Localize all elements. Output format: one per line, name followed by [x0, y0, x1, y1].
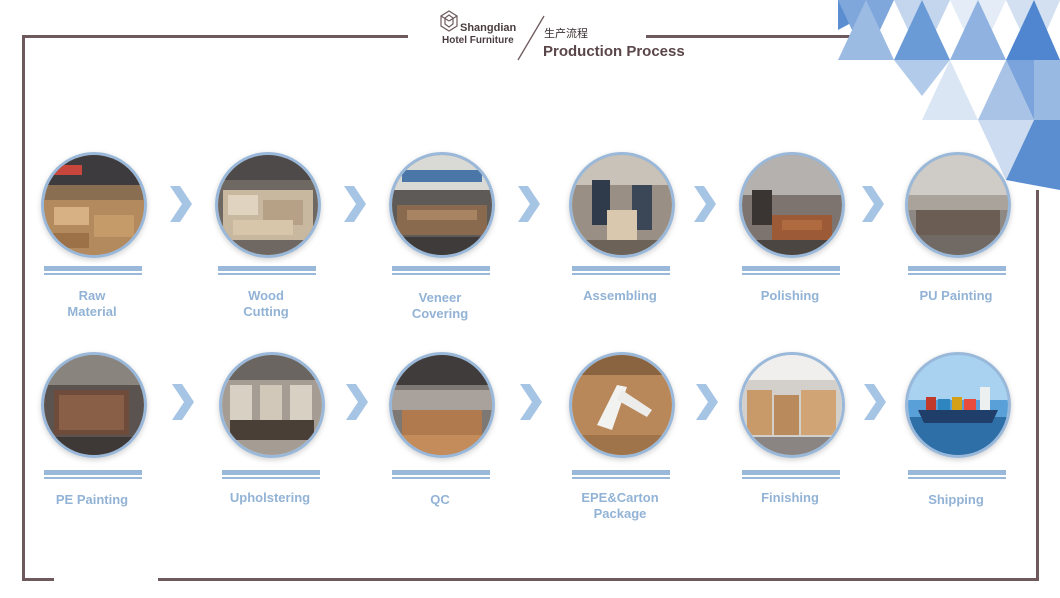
chevron-right-icon	[518, 186, 540, 222]
frame-left-line	[22, 35, 25, 580]
shipping-photo	[905, 352, 1011, 458]
step-underline	[44, 266, 142, 276]
step-underline	[572, 470, 670, 480]
step-wood-cutting: Wood Cutting	[204, 152, 332, 332]
step-veneer-covering: Veneer Covering	[378, 152, 506, 332]
step-underline	[222, 470, 320, 480]
frame-right-line	[1036, 190, 1039, 581]
step-epe-carton-package: EPE&Carton Package	[558, 352, 686, 532]
frame-bottom-line-left	[22, 578, 54, 581]
step-label: Upholstering	[229, 490, 311, 505]
qc-photo	[389, 352, 495, 458]
step-polishing: Polishing	[728, 152, 856, 332]
frame-top-line-right	[646, 35, 856, 38]
brand-subtitle: Hotel Furniture	[442, 35, 514, 46]
chevron-right-icon	[864, 384, 886, 420]
chevron-right-icon	[170, 186, 192, 222]
step-shipping: Shipping	[894, 352, 1022, 532]
step-assembling: Assembling	[558, 152, 686, 332]
step-qc: QC	[378, 352, 506, 532]
raw-material-photo	[41, 152, 147, 258]
step-pu-painting: PU Painting	[894, 152, 1022, 332]
step-label: Shipping	[928, 492, 984, 507]
polishing-photo	[739, 152, 845, 258]
step-label: Raw Material	[67, 288, 117, 319]
header: Shangdian Hotel Furniture 生产流程 Productio…	[434, 6, 704, 62]
step-underline	[44, 470, 142, 480]
page-title: Production Process	[543, 43, 685, 60]
step-upholstering: Upholstering	[208, 352, 336, 532]
pe-painting-photo	[41, 352, 147, 458]
chevron-right-icon	[344, 186, 366, 222]
chevron-right-icon	[346, 384, 368, 420]
step-label: Assembling	[583, 288, 657, 303]
step-underline	[908, 266, 1006, 276]
page-title-chinese: 生产流程	[544, 28, 588, 40]
step-underline	[908, 470, 1006, 480]
frame-top-line-left	[22, 35, 408, 38]
brand-name: Shangdian	[460, 22, 517, 34]
step-label: PE Painting	[55, 492, 129, 507]
step-raw-material: Raw Material	[30, 152, 158, 332]
pu-painting-photo	[905, 152, 1011, 258]
step-underline	[572, 266, 670, 276]
veneer-covering-photo	[389, 152, 495, 258]
step-label: Veneer Covering	[411, 290, 469, 321]
step-label: Finishing	[761, 490, 819, 505]
step-underline	[392, 470, 490, 480]
step-label: EPE&Carton Package	[581, 490, 659, 521]
step-underline	[392, 266, 490, 276]
chevron-right-icon	[694, 186, 716, 222]
assembling-photo	[569, 152, 675, 258]
chevron-right-icon	[696, 384, 718, 420]
decorative-triangles	[838, 0, 1060, 190]
hexagon-logo-icon	[440, 10, 458, 32]
finishing-photo	[739, 352, 845, 458]
chevron-right-icon	[862, 186, 884, 222]
step-underline	[742, 470, 840, 480]
upholstering-photo	[219, 352, 325, 458]
chevron-right-icon	[520, 384, 542, 420]
wood-cutting-photo	[215, 152, 321, 258]
step-underline	[742, 266, 840, 276]
chevron-right-icon	[172, 384, 194, 420]
frame-bottom-line	[158, 578, 1038, 581]
step-label: PU Painting	[919, 288, 993, 303]
step-label: Wood Cutting	[243, 288, 289, 319]
step-label: Polishing	[760, 288, 820, 303]
step-finishing: Finishing	[728, 352, 856, 532]
divider-slash	[517, 15, 545, 61]
step-label: QC	[430, 492, 450, 507]
step-underline	[218, 266, 316, 276]
step-pe-painting: PE Painting	[30, 352, 158, 532]
epe-carton-package-photo	[569, 352, 675, 458]
